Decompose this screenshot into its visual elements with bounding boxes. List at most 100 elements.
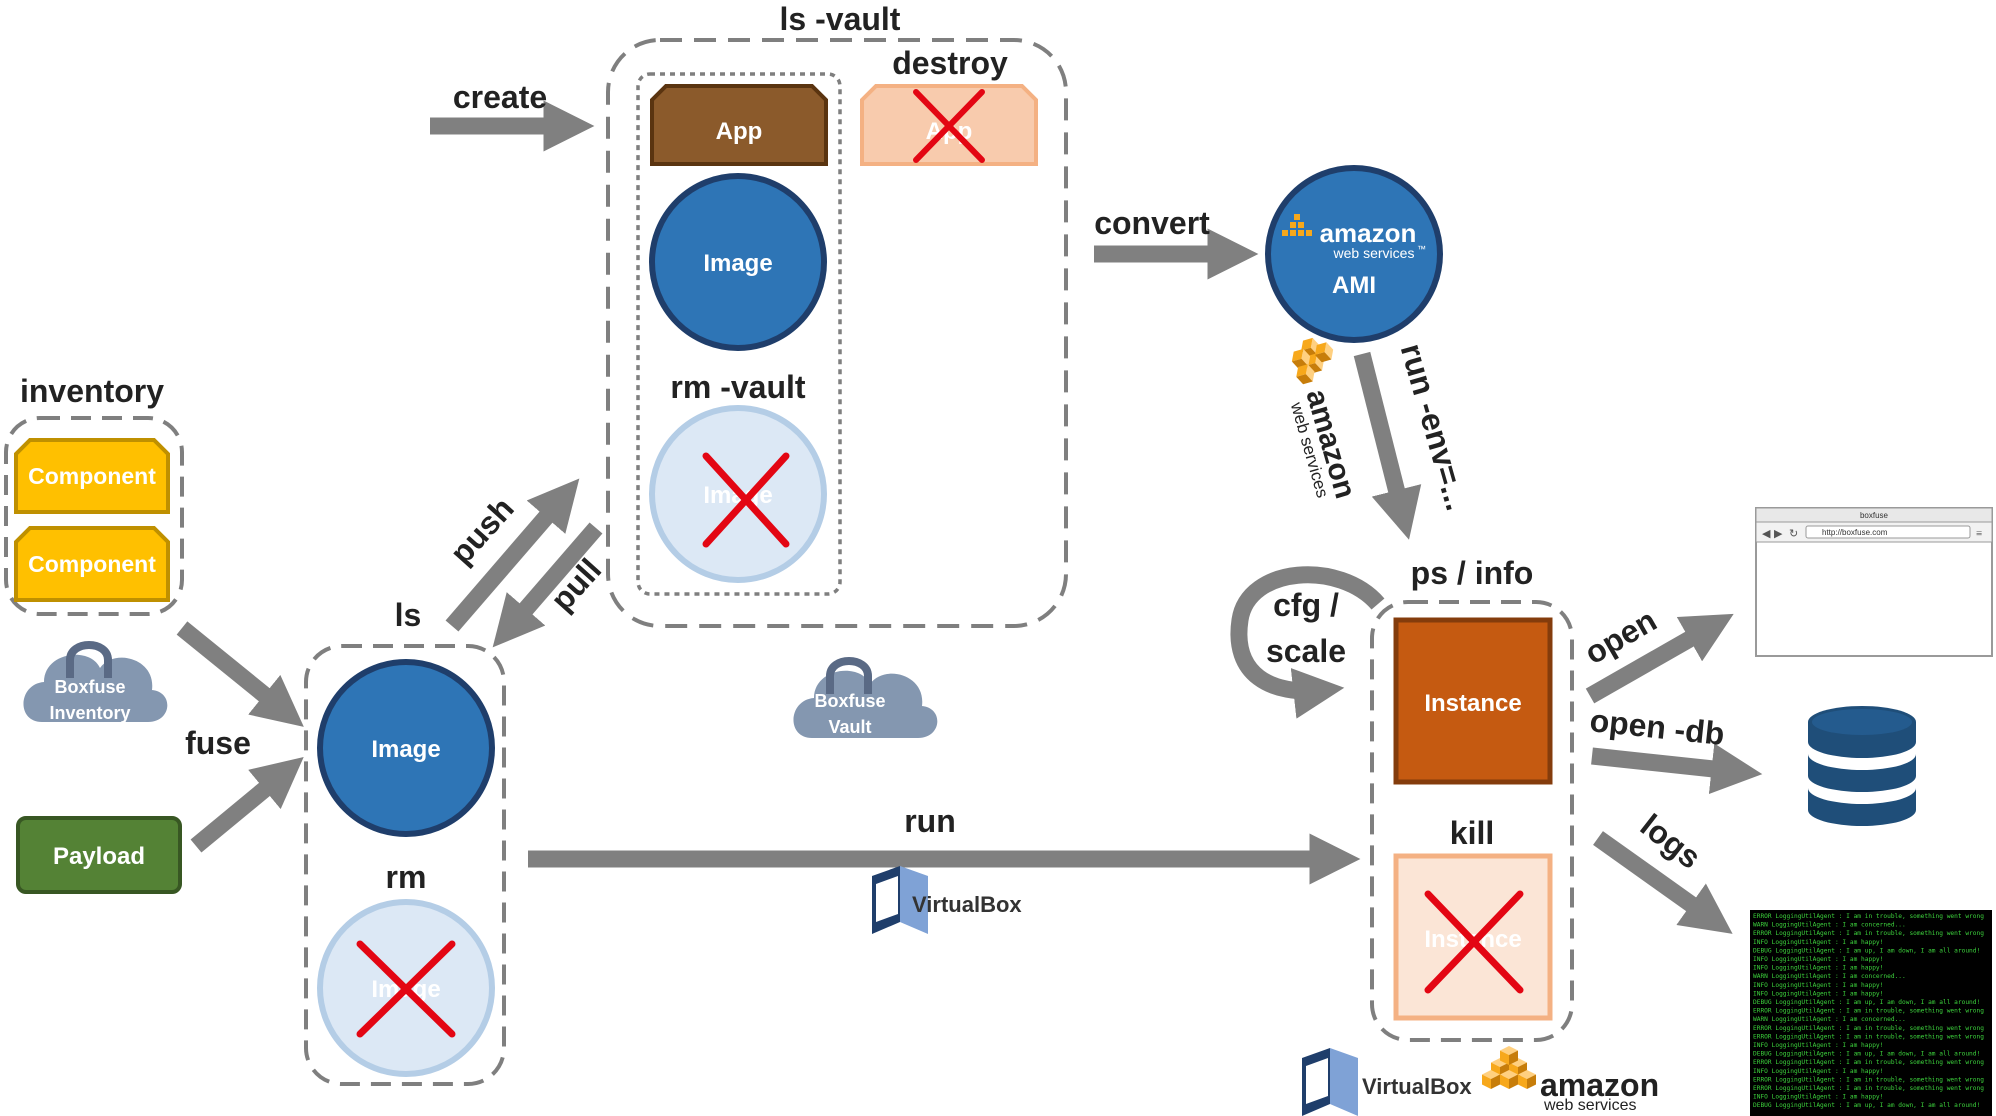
component-artifact-2: [14, 526, 170, 602]
command-open-db: open -db: [1588, 702, 1726, 752]
command-run-env: run -env=...: [1394, 340, 1476, 515]
ami-aws-word: amazon: [1320, 218, 1417, 248]
browser-back-icon: ◀: [1762, 528, 1771, 540]
log-line: INFO LoggingUtilAgent : I am happy!: [1753, 990, 1883, 997]
ami-aws-sub: web services: [1333, 245, 1415, 261]
vault-group-box: [606, 38, 1068, 628]
aws-logo-in-ami-icon: amazon web services ™: [1282, 214, 1426, 261]
component-label-2: Component: [28, 551, 156, 577]
kill-cross-icon: [1424, 890, 1524, 994]
command-ps-info: ps / info: [1411, 555, 1534, 591]
virtualbox-logo-bottom-icon: VirtualBox: [1302, 1048, 1472, 1116]
boxfuse-vault-cloud-icon: Boxfuse Vault: [793, 657, 938, 738]
command-inventory: inventory: [20, 373, 164, 409]
command-scale: scale: [1266, 633, 1346, 669]
pull-arrow: [492, 522, 603, 648]
log-line: DEBUG LoggingUtilAgent : I am up, I am d…: [1753, 1102, 1980, 1109]
log-line: INFO LoggingUtilAgent : I am happy!: [1753, 982, 1883, 989]
boxfuse-inventory-cloud-icon: Boxfuse Inventory: [23, 641, 168, 723]
browser-window-icon: boxfuse ◀ ▶ ↻ http://boxfuse.com ≡: [1755, 507, 1993, 657]
instance-artifact: [1393, 617, 1553, 785]
log-line: ERROR LoggingUtilAgent : I am in trouble…: [1753, 1008, 1984, 1015]
log-line: INFO LoggingUtilAgent : I am happy!: [1753, 1068, 1883, 1075]
command-fuse: fuse: [185, 725, 251, 761]
log-line: INFO LoggingUtilAgent : I am happy!: [1753, 965, 1883, 972]
command-destroy: destroy: [892, 45, 1008, 81]
log-line: ERROR LoggingUtilAgent : I am in trouble…: [1753, 930, 1984, 937]
command-rm-vault: rm -vault: [670, 369, 805, 405]
app-label: App: [716, 118, 763, 145]
local-images-box: [304, 644, 506, 1086]
vault-image-label: Image: [703, 250, 772, 277]
log-line: WARN LoggingUtilAgent : I am concerned..…: [1753, 973, 1906, 980]
command-run: run: [904, 803, 956, 839]
ami-circle: [1265, 165, 1443, 343]
command-rm: rm: [386, 859, 427, 895]
log-line: ERROR LoggingUtilAgent : I am in trouble…: [1753, 1059, 1984, 1066]
log-line: ERROR LoggingUtilAgent : I am in trouble…: [1753, 1085, 1984, 1092]
instance-label: Instance: [1424, 690, 1521, 717]
browser-reload-icon: ↻: [1789, 528, 1798, 540]
browser-url: http://boxfuse.com: [1822, 528, 1888, 537]
vault-cloud-line1: Boxfuse: [814, 691, 885, 711]
aws-logo-bottom-icon: amazon web services: [1482, 1046, 1659, 1114]
payload-artifact: [16, 816, 182, 894]
browser-forward-icon: ▶: [1774, 528, 1783, 540]
log-line: INFO LoggingUtilAgent : I am happy!: [1753, 1042, 1883, 1049]
virtualbox-logo-center-icon: VirtualBox: [872, 866, 1022, 934]
instances-box: [1370, 600, 1574, 1042]
component-artifact-1: [14, 438, 170, 514]
command-create: create: [453, 79, 547, 115]
payload-label: Payload: [53, 843, 145, 870]
log-line: DEBUG LoggingUtilAgent : I am up, I am d…: [1753, 999, 1980, 1006]
log-line: DEBUG LoggingUtilAgent : I am up, I am d…: [1753, 1051, 1980, 1058]
command-ls-vault: ls -vault: [780, 1, 901, 37]
command-cfg: cfg /: [1273, 587, 1339, 623]
rm-vault-cross-icon: [702, 452, 790, 548]
log-line: INFO LoggingUtilAgent : I am happy!: [1753, 939, 1883, 946]
logs-arrow: [1593, 831, 1733, 934]
bottom-aws-sub: web services: [1543, 1097, 1636, 1114]
vault-images-box: [636, 72, 842, 596]
payload-fuse-arrow: [190, 757, 304, 853]
log-line: WARN LoggingUtilAgent : I am concerned..…: [1753, 922, 1906, 929]
log-line: ERROR LoggingUtilAgent : I am in trouble…: [1753, 1033, 1984, 1040]
component-label-1: Component: [28, 463, 156, 489]
bottom-aws-word: amazon: [1540, 1067, 1659, 1103]
ami-aws-tm: ™: [1417, 244, 1426, 254]
command-ls: ls: [395, 597, 422, 633]
log-line: WARN LoggingUtilAgent : I am concerned..…: [1753, 1016, 1906, 1023]
local-image-label: Image: [371, 736, 440, 763]
log-line: INFO LoggingUtilAgent : I am happy!: [1753, 956, 1883, 963]
browser-menu-icon: ≡: [1976, 528, 1982, 540]
ami-label: AMI: [1332, 272, 1376, 299]
command-pull: pull: [543, 551, 608, 617]
virtualbox-text-bottom: VirtualBox: [1362, 1074, 1472, 1099]
log-line: ERROR LoggingUtilAgent : I am in trouble…: [1753, 1076, 1984, 1083]
log-line: ERROR LoggingUtilAgent : I am in trouble…: [1753, 1025, 1984, 1032]
command-convert: convert: [1094, 205, 1210, 241]
database-icon: [1808, 706, 1916, 826]
inventory-fuse-arrow: [176, 621, 304, 727]
open-db-arrow: [1591, 743, 1763, 795]
destroy-cross-icon: [913, 89, 985, 163]
vault-image-circle: [649, 173, 827, 351]
log-terminal: ERROR LoggingUtilAgent : I am in trouble…: [1750, 910, 1992, 1116]
push-arrow: [445, 478, 580, 632]
virtualbox-text-center: VirtualBox: [912, 892, 1022, 917]
run-env-arrow: [1353, 351, 1422, 540]
inventory-box: [4, 416, 184, 616]
inventory-cloud-line2: Inventory: [49, 703, 130, 723]
rm-cross-icon: [356, 940, 456, 1038]
log-line: INFO LoggingUtilAgent : I am happy!: [1753, 1094, 1883, 1101]
open-arrow: [1585, 613, 1734, 704]
cfg-scale-loop-arrow: [1230, 566, 1385, 719]
log-line: ERROR LoggingUtilAgent : I am in trouble…: [1753, 913, 1984, 920]
browser-title: boxfuse: [1860, 511, 1889, 520]
command-kill: kill: [1450, 815, 1494, 851]
local-image-circle: [317, 659, 495, 837]
vault-cloud-line2: Vault: [828, 717, 871, 737]
app-artifact: [650, 84, 828, 166]
log-line: DEBUG LoggingUtilAgent : I am up, I am d…: [1753, 947, 1980, 954]
